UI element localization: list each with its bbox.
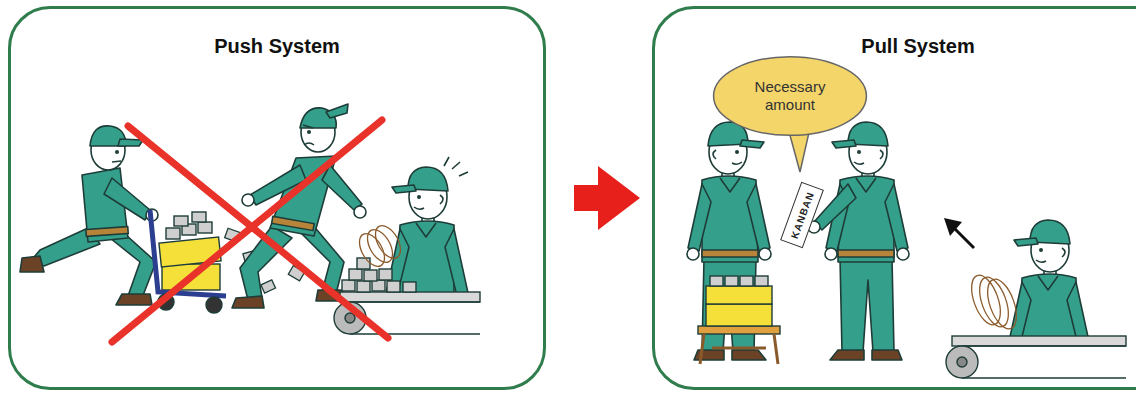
running-worker <box>104 178 150 220</box>
running-worker <box>232 296 264 308</box>
standing-worker <box>825 122 909 360</box>
anger-marks <box>444 157 468 176</box>
conveyor <box>957 357 967 367</box>
running-worker <box>326 104 348 118</box>
conveyor <box>345 313 355 323</box>
wire-coil <box>982 275 1022 332</box>
stool-with-boxes <box>700 334 778 364</box>
conveyor <box>946 346 978 378</box>
running-worker <box>20 256 44 272</box>
conveyor <box>387 281 400 292</box>
stool-with-boxes <box>698 276 780 364</box>
seated-worker <box>385 167 469 292</box>
kanban-card: KANBAN <box>780 182 824 248</box>
flow-arrow <box>574 166 640 230</box>
conveyor <box>340 292 480 302</box>
conveyor <box>349 269 362 280</box>
anger-marks <box>444 157 468 176</box>
stool-with-boxes <box>725 276 738 286</box>
wire-coil <box>966 271 1006 328</box>
panel-title: Push System <box>11 35 543 58</box>
system-panel: Push System <box>8 6 546 390</box>
running-worker <box>303 125 313 128</box>
direction-arrow <box>954 228 974 248</box>
conveyor <box>350 302 480 334</box>
running-worker <box>232 104 366 308</box>
conveyor <box>342 280 355 291</box>
stool-with-boxes <box>740 276 753 286</box>
speech-bubble: Necessary amount <box>712 55 868 137</box>
cross-mark <box>112 120 382 342</box>
running-worker <box>354 206 366 218</box>
conveyor <box>357 281 370 292</box>
stool-with-boxes <box>755 276 768 286</box>
stool-with-boxes <box>706 304 772 326</box>
cart <box>192 212 206 222</box>
bubble-outline <box>714 57 867 136</box>
conveyor <box>334 258 480 334</box>
cart <box>174 216 188 226</box>
running-worker <box>304 143 314 145</box>
conveyor <box>962 346 1126 378</box>
conveyor <box>952 336 1126 346</box>
standing-worker <box>687 122 771 360</box>
standing-worker <box>687 122 771 360</box>
card-text: KANBAN <box>788 190 815 240</box>
stool-with-boxes <box>698 326 780 334</box>
panel-title: Pull System <box>655 35 1136 58</box>
running-worker <box>242 194 254 206</box>
running-worker <box>115 150 119 154</box>
wire-coil <box>354 221 405 270</box>
cart <box>166 228 180 239</box>
running-worker <box>112 161 121 162</box>
conveyor <box>357 258 370 269</box>
cross-mark <box>112 120 388 342</box>
wire-coil <box>370 221 405 262</box>
conveyor <box>379 269 392 280</box>
conveyor <box>364 270 377 281</box>
cart <box>206 297 222 313</box>
running-worker <box>118 139 143 146</box>
standing-worker <box>825 122 909 360</box>
conveyor <box>403 282 416 292</box>
conveyor <box>946 336 1126 378</box>
direction-arrow <box>944 218 974 248</box>
system-panel: Pull SystemNecessary amountKANBAN <box>652 6 1136 390</box>
stool-with-boxes <box>706 286 772 304</box>
seated-worker <box>1007 220 1091 342</box>
cart <box>198 222 212 233</box>
running-worker <box>307 130 311 134</box>
running-worker <box>86 227 128 237</box>
wire-coil <box>966 271 1022 332</box>
wire-coil <box>974 273 1014 330</box>
running-worker <box>272 216 315 230</box>
running-worker <box>322 165 362 210</box>
seated-worker <box>1007 220 1091 342</box>
direction-arrow <box>944 218 962 236</box>
running-worker <box>20 126 158 305</box>
falling-blocks <box>261 280 276 293</box>
cross-mark <box>128 126 388 338</box>
stool-with-boxes <box>710 276 723 286</box>
running-worker <box>116 294 152 305</box>
seated-worker <box>385 167 469 292</box>
bubble-text: Necessary amount <box>738 78 842 114</box>
